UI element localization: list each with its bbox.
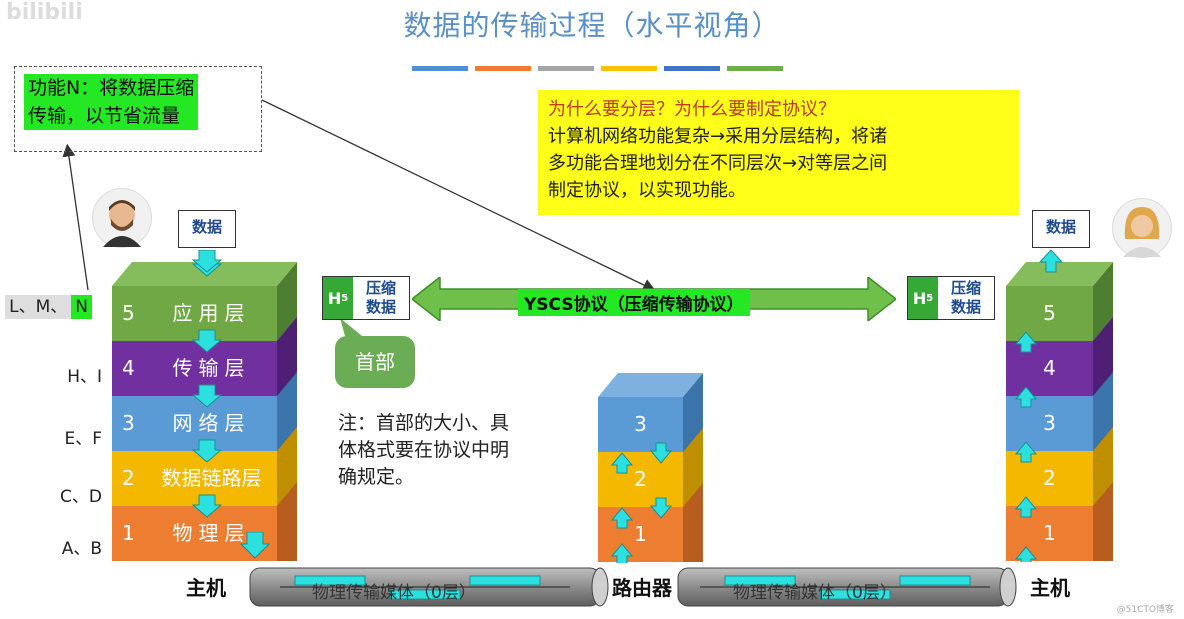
router-arrows — [610, 442, 673, 563]
question-text: 为什么要分层？为什么要制定协议？ — [548, 99, 836, 120]
left-layer-4: 4 传输层 — [112, 341, 277, 396]
answer-line-3: 制定协议，以实现功能。 — [548, 180, 746, 201]
watermark: bilibili — [6, 0, 83, 25]
up-arrow-icon — [1014, 331, 1038, 353]
note-line-1: 功能N：将数据压缩 — [28, 77, 195, 99]
title-colorbar-3 — [538, 66, 594, 71]
left-phys-down-arrow — [240, 532, 270, 559]
header-note: 注：首部的大小、具 体格式要在协议中明 确规定。 — [338, 412, 510, 488]
protocol-label: YSCS协议（压缩传输协议） — [518, 289, 750, 316]
tag-layer-4: H、I — [67, 367, 102, 387]
media-label-right: 物理传输媒体（0层） — [733, 583, 897, 603]
header-callout: 首部 — [335, 336, 415, 388]
tag-layer-5: L、M、N — [0, 292, 92, 319]
router-layer-1: 1 — [598, 507, 683, 562]
down-arrow-icon — [192, 384, 222, 408]
transmission-media — [249, 567, 1017, 607]
right-host-stack: 5 4 3 2 1 — [1006, 262, 1113, 562]
answer-line-1: 计算机网络功能复杂→采用分层结构，将诸 — [548, 126, 888, 147]
left-host-stack: 5 应用层 4 传输层 3 网络层 2 数据链路层 1 物理层 — [112, 262, 297, 562]
left-layer-3: 3 网络层 — [112, 396, 277, 451]
title-colorbar-5 — [664, 66, 720, 71]
down-arrow-icon — [649, 442, 673, 464]
sender-avatar — [92, 188, 152, 248]
tag-layer-1: A、B — [61, 539, 102, 559]
up-arrow-icon — [1014, 441, 1038, 463]
down-arrow-icon — [192, 329, 222, 353]
corner-watermark: @51CTO博客 — [1116, 605, 1174, 615]
title-colorbar-4 — [601, 66, 657, 71]
page-title: 数据的传输过程（水平视角） — [403, 9, 781, 42]
title-colorbar-1 — [412, 66, 468, 71]
left-layer-5: 5 应用层 — [112, 286, 277, 341]
up-arrow-icon — [1014, 546, 1038, 562]
down-arrow-icon — [192, 494, 222, 518]
down-arrow-icon — [649, 497, 673, 519]
left-down-arrows — [192, 262, 222, 518]
note-function-n — [14, 66, 262, 152]
media-label-left: 物理传输媒体（0层） — [312, 583, 476, 603]
right-host-label: 主机 — [1030, 576, 1070, 600]
router-label: 路由器 — [612, 576, 672, 600]
right-data-up-arrow — [1038, 249, 1064, 273]
tag-layer-2: C、D — [60, 487, 102, 507]
left-host-label: 主机 — [186, 576, 226, 600]
down-arrow-icon — [192, 439, 222, 463]
left-layer-2: 2 数据链路层 — [112, 451, 277, 506]
up-arrow-icon — [610, 452, 634, 474]
note-line-2: 传输，以节省流量 — [28, 105, 181, 127]
h5-payload: 压缩 数据 — [950, 279, 981, 316]
router-layer-3: 3 — [598, 397, 683, 452]
note-to-protocol-line — [261, 99, 656, 292]
media-pipe-right — [677, 567, 1017, 607]
woman-avatar-icon — [1123, 207, 1161, 257]
left-data-box: 数据 — [178, 210, 236, 248]
h5-payload: 压缩 数据 — [365, 279, 396, 316]
man-avatar-icon — [103, 200, 141, 247]
tag-layer-5-prefix: L、M、 — [5, 295, 72, 319]
router-3d-faces — [598, 373, 703, 562]
title-colorbar-2 — [475, 66, 531, 71]
media-pipe-left — [249, 567, 609, 607]
note-function-n-text: 功能N：将数据压缩 传输，以节省流量 — [24, 74, 199, 130]
right-layer-5: 5 — [1006, 286, 1093, 341]
right-data-box: 数据 — [1032, 210, 1090, 248]
question-box: 为什么要分层？为什么要制定协议？ 计算机网络功能复杂→采用分层结构，将诸 多功能… — [538, 90, 1019, 215]
left-host-3d-faces — [112, 262, 297, 561]
receiver-avatar — [1112, 198, 1172, 258]
down-arrow-icon — [192, 250, 222, 273]
callout-pointer — [340, 318, 362, 336]
router-layer-2: 2 — [598, 452, 683, 507]
answer-line-2: 多功能合理地划分在不同层次→对等层之间 — [548, 153, 888, 174]
title-colorbar-6 — [727, 66, 783, 71]
tag-layer-5-highlight: N — [71, 295, 92, 319]
up-arrow-icon — [1014, 386, 1038, 408]
note-arrow-line — [62, 143, 89, 291]
tag-layer-3: E、F — [64, 429, 102, 449]
right-host-3d-faces — [1006, 262, 1113, 561]
router-stack: 3 2 1 — [598, 373, 703, 563]
data-down-arrow — [192, 250, 222, 273]
right-up-arrows — [1014, 331, 1038, 562]
up-arrow-icon — [1014, 496, 1038, 518]
up-arrow-icon — [610, 543, 634, 563]
down-arrow-icon — [240, 532, 270, 559]
up-arrow-icon — [610, 507, 634, 529]
up-arrow-icon — [1038, 249, 1064, 273]
